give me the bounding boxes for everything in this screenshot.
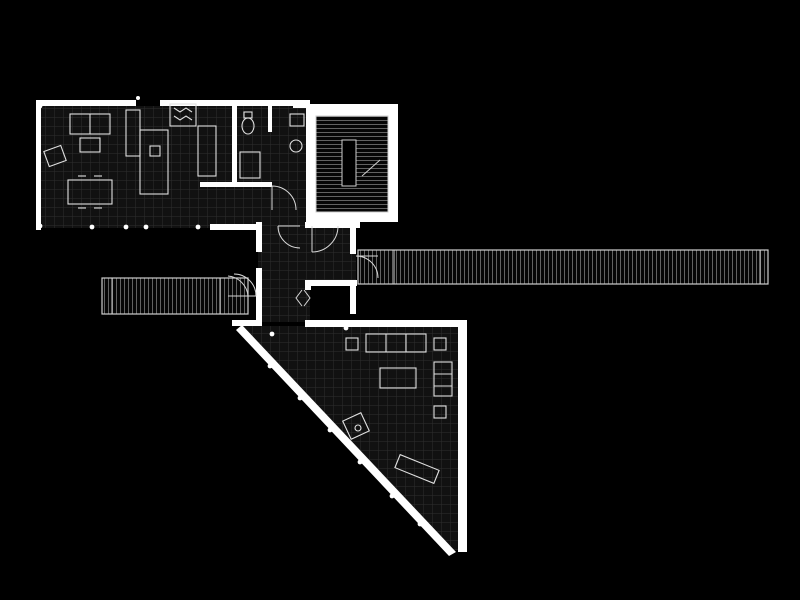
armchair-living-2 xyxy=(433,337,447,351)
floor-areas xyxy=(40,106,462,550)
furniture xyxy=(43,103,453,485)
bath-sink xyxy=(289,139,303,153)
dining-table xyxy=(67,179,113,205)
living-room-floor xyxy=(242,326,462,550)
armchair-west xyxy=(43,144,67,168)
door-west-wing xyxy=(271,185,297,211)
door-hall-east xyxy=(311,225,339,253)
side-table xyxy=(433,405,447,419)
entry-hall-floor xyxy=(258,225,356,322)
kitchen-island xyxy=(139,129,169,195)
door-bridge xyxy=(355,255,379,279)
columns xyxy=(37,96,465,531)
coffee-table xyxy=(379,367,417,389)
stair-core xyxy=(306,104,398,222)
walls xyxy=(36,100,467,556)
chaise-longue xyxy=(394,453,440,485)
sofa-side xyxy=(433,361,453,397)
door-double xyxy=(295,289,311,307)
west-stair xyxy=(101,275,249,315)
east-bridge xyxy=(357,249,769,285)
armchair-living-1 xyxy=(345,337,359,351)
kitchen-counter xyxy=(125,109,141,157)
door-west-stair xyxy=(233,273,257,297)
door-hall-north xyxy=(277,225,301,249)
doors xyxy=(233,185,379,307)
sofa-living xyxy=(365,333,427,353)
lounge-chair xyxy=(341,411,371,441)
